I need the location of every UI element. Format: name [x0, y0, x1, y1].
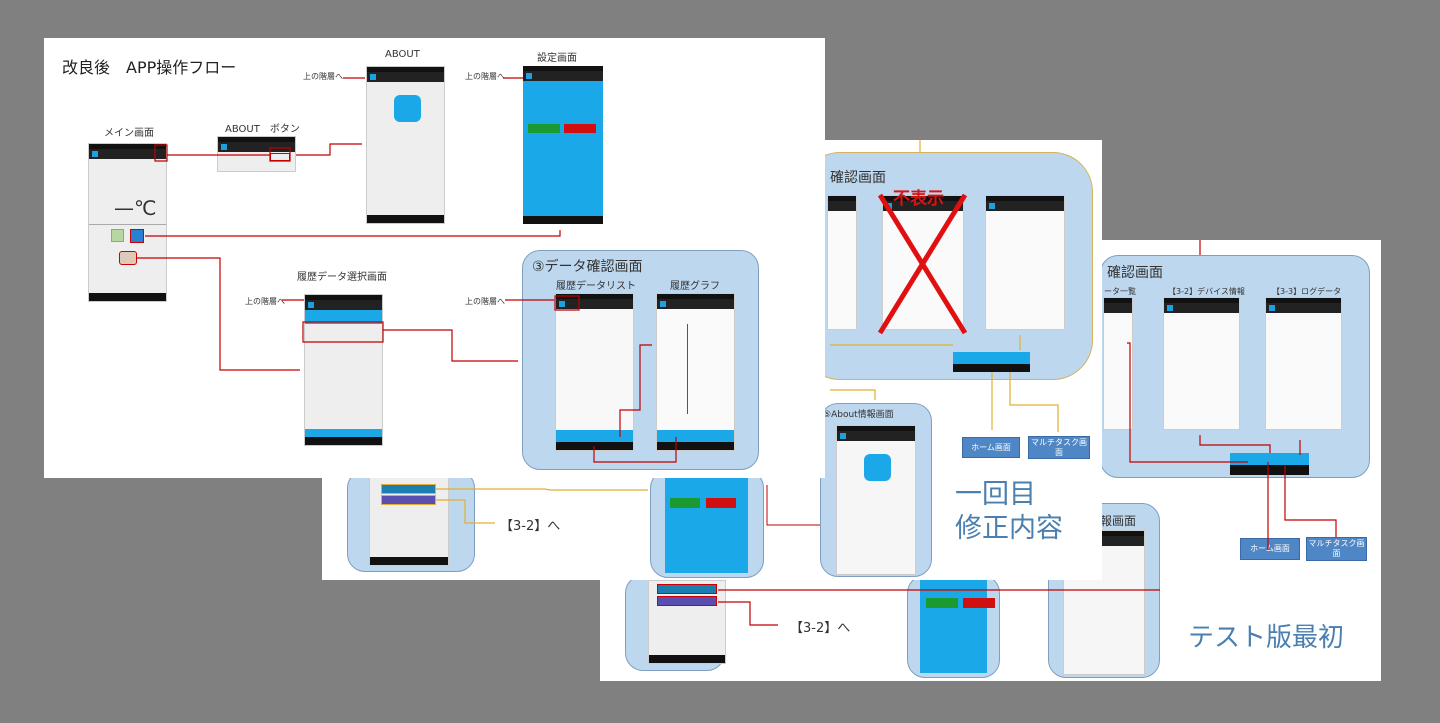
power-icon[interactable] — [111, 229, 124, 242]
settings-screen-mid — [665, 470, 748, 573]
bottom-nav — [1230, 453, 1309, 475]
main-screen-back — [648, 580, 726, 664]
revision-label-2: 修正内容 — [955, 513, 1063, 544]
log-screen-mid — [985, 195, 1065, 330]
cancel-button[interactable] — [564, 124, 596, 133]
about-label: ABOUT — [385, 49, 420, 60]
home-screen-box: ホーム画面 — [962, 437, 1020, 458]
list-screen-mid — [827, 195, 857, 330]
test-version-label: テスト版最初 — [1188, 623, 1345, 653]
settings-screen — [523, 66, 603, 224]
button-b — [657, 596, 717, 606]
about-screen-mid — [836, 425, 916, 575]
thermometer-icon — [864, 454, 891, 481]
goto-3-2: 【3-2】へ — [790, 621, 851, 636]
history-graph-label: 履歴グラフ — [670, 281, 720, 292]
ok-button — [926, 598, 958, 608]
about-button-screen — [217, 136, 296, 172]
data-check-title: ③データ確認画面 — [532, 259, 643, 275]
settings-icon[interactable] — [130, 229, 144, 243]
bottom-nav-mid — [953, 352, 1030, 372]
about-title-back: 報画面 — [1100, 514, 1137, 528]
main-screen — [88, 143, 167, 302]
about-button-label: ABOUT ボタン — [225, 124, 300, 135]
button-b — [381, 495, 436, 505]
about-title-mid: ⑤About情報画面 — [823, 410, 894, 420]
ok-button[interactable] — [528, 124, 560, 133]
graph-line — [687, 324, 688, 414]
history-select-label: 履歴データ選択画面 — [297, 272, 387, 283]
list-label: ータ一覧 — [1104, 287, 1136, 296]
home-screen-box: ホーム画面 — [1240, 538, 1300, 560]
device-screen — [1163, 297, 1240, 430]
history-graph-screen — [656, 293, 735, 451]
multitask-screen-box: マルチタスク画面 — [1306, 537, 1367, 561]
multitask-screen-box: マルチタスク画面 — [1028, 436, 1090, 459]
about-screen — [366, 66, 445, 224]
history-select-screen — [304, 294, 383, 446]
device-label: 【3-2】デバイス情報 — [1168, 287, 1245, 296]
cancel-button — [706, 498, 736, 508]
log-label: 【3-3】ログデータ — [1272, 287, 1342, 296]
revision-label-1: 一回目 — [955, 479, 1036, 510]
up-label-about: 上の階層へ — [303, 72, 343, 81]
log-screen — [1265, 297, 1342, 430]
button-a — [381, 484, 436, 494]
history-button[interactable] — [119, 251, 137, 265]
panel-title: 確認画面 — [830, 170, 886, 186]
main-screen-label: メイン画面 — [104, 128, 154, 139]
page-title: 改良後 APP操作フロー — [62, 58, 237, 77]
hidden-label: 不表示 — [893, 189, 944, 209]
up-label-data: 上の階層へ — [465, 297, 505, 306]
history-list-label: 履歴データリスト — [556, 281, 636, 292]
up-label-history: 上の階層へ — [245, 297, 285, 306]
history-list-screen — [555, 293, 634, 451]
button-a — [657, 584, 717, 594]
temperature-display: —℃ — [114, 196, 157, 220]
ok-button — [670, 498, 700, 508]
thermometer-icon — [394, 95, 421, 122]
settings-label: 設定画面 — [537, 53, 577, 64]
goto-3-2: 【3-2】へ — [500, 519, 561, 534]
device-screen-hidden — [882, 195, 964, 330]
about-menu-item[interactable] — [270, 153, 290, 161]
list-screen — [1103, 297, 1133, 430]
cancel-button — [963, 598, 995, 608]
settings-screen-back — [920, 580, 987, 673]
panel-title: 確認画面 — [1107, 265, 1163, 281]
up-label-settings: 上の階層へ — [465, 72, 505, 81]
